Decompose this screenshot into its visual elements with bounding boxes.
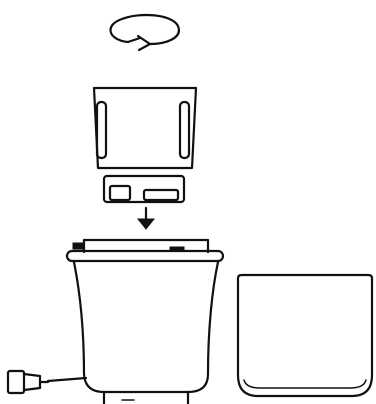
removable-bowl [238,275,372,396]
filter-basket [94,88,196,168]
down-arrow-icon [138,208,154,229]
power-plug [8,371,86,393]
rotate-arrow-icon [111,15,179,50]
basket-base [104,176,184,202]
main-unit [67,240,223,404]
